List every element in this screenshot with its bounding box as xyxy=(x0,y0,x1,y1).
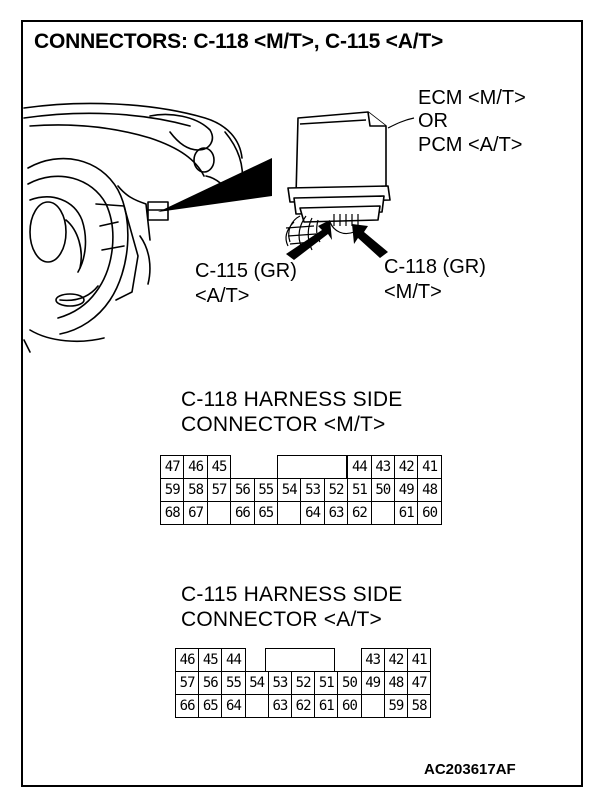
c118-pin-cell: 53 xyxy=(300,478,325,502)
c115-arrow xyxy=(286,220,332,260)
c118-pin-cell xyxy=(206,501,232,525)
c118-pin-cell: 61 xyxy=(394,501,419,525)
steering-wheel xyxy=(27,157,129,335)
c118-pin-cell: 50 xyxy=(370,478,395,502)
c115-pin-cell: 54 xyxy=(244,671,269,695)
c115-key-block xyxy=(265,648,335,671)
c118-callout-line2: <M/T> xyxy=(384,281,442,303)
c118-pin-cell xyxy=(230,455,254,479)
c118-callout-line1: C-118 (GR) xyxy=(384,256,486,278)
c118-pin-cell: 44 xyxy=(347,455,372,479)
c118-pin-cell: 60 xyxy=(417,501,442,525)
c118-pin-cell: 45 xyxy=(206,455,232,479)
c115-pin-cell: 44 xyxy=(221,648,246,672)
module-label-line1: ECM <M/T> xyxy=(418,87,526,109)
c118-pin-cell: 65 xyxy=(253,501,278,525)
c115-pin-cell: 55 xyxy=(221,671,246,695)
c118-pin-cell: 63 xyxy=(323,501,349,525)
c115-pin-cell: 62 xyxy=(291,694,316,718)
c115-pin-cell: 59 xyxy=(383,694,408,718)
c115-pin-cell: 51 xyxy=(314,671,339,695)
c118-heading-line2: CONNECTOR <M/T> xyxy=(181,413,386,436)
c115-pin-cell: 49 xyxy=(360,671,385,695)
c115-pin-cell: 60 xyxy=(337,694,362,718)
module-label-line2: OR xyxy=(418,110,448,132)
c115-pin-cell: 61 xyxy=(314,694,339,718)
c118-pin-cell: 49 xyxy=(394,478,419,502)
c115-pin-cell: 57 xyxy=(175,671,200,695)
c115-pin-cell: 63 xyxy=(267,694,292,718)
c115-pin-cell: 53 xyxy=(267,671,292,695)
c115-pin-cell: 48 xyxy=(383,671,408,695)
c118-pin-cell: 42 xyxy=(394,455,419,479)
c118-pin-cell: 57 xyxy=(206,478,232,502)
c118-pin-cell: 46 xyxy=(183,455,208,479)
ecm-location-marker xyxy=(147,201,169,221)
diagram-title: CONNECTORS: C-118 <M/T>, C-115 <A/T> xyxy=(34,30,444,53)
c115-pin-cell xyxy=(337,648,361,672)
c118-pin-cell: 48 xyxy=(417,478,442,502)
dashboard-outline xyxy=(23,102,243,159)
c118-pin-cell xyxy=(277,501,302,525)
c115-pin-cell: 58 xyxy=(407,694,432,718)
c115-pin-cell: 46 xyxy=(175,648,200,672)
c115-pin-cell: 45 xyxy=(198,648,223,672)
c115-pin-cell: 65 xyxy=(198,694,223,718)
c118-heading-line1: C-118 HARNESS SIDE xyxy=(181,388,403,411)
c115-pin-cell: 50 xyxy=(337,671,362,695)
c118-pin-cell xyxy=(254,455,278,479)
c115-heading-line2: CONNECTOR <A/T> xyxy=(181,608,382,631)
c115-pin-cell: 42 xyxy=(383,648,408,672)
c115-pin-cell: 52 xyxy=(291,671,316,695)
c118-pin-cell: 64 xyxy=(300,501,325,525)
c118-pin-cell: 47 xyxy=(160,455,185,479)
c118-arrow xyxy=(352,224,388,258)
c118-pin-cell: 62 xyxy=(347,501,372,525)
c115-pin-cell: 66 xyxy=(175,694,200,718)
c118-pin-cell: 41 xyxy=(417,455,442,479)
harness-wires xyxy=(285,215,321,251)
c118-pin-cell xyxy=(370,501,395,525)
c115-pin-cell: 47 xyxy=(407,671,432,695)
c118-pin-cell: 54 xyxy=(277,478,302,502)
c115-pin-cell: 41 xyxy=(407,648,432,672)
c118-key-block xyxy=(277,455,347,478)
c115-callout-line2: <A/T> xyxy=(195,285,250,307)
c118-pin-cell: 58 xyxy=(183,478,208,502)
c118-pin-cell: 52 xyxy=(323,478,349,502)
c115-pin-cell: 43 xyxy=(360,648,385,672)
c118-pin-cell: 43 xyxy=(370,455,395,479)
c118-pin-cell: 67 xyxy=(183,501,208,525)
c115-pin-cell xyxy=(244,694,269,718)
c115-pin-cell: 56 xyxy=(198,671,223,695)
c118-pin-cell: 59 xyxy=(160,478,185,502)
c118-pin-cell: 51 xyxy=(347,478,372,502)
ecm-module-body xyxy=(295,111,387,197)
c118-pin-cell: 55 xyxy=(253,478,278,502)
figure-code: AC203617AF xyxy=(424,761,516,778)
c115-heading-line1: C-115 HARNESS SIDE xyxy=(181,583,403,606)
module-label-line3: PCM <A/T> xyxy=(418,134,523,156)
c118-pin-cell: 66 xyxy=(230,501,255,525)
c115-callout-line1: C-115 (GR) xyxy=(195,260,297,282)
c118-pin-cell: 56 xyxy=(230,478,255,502)
c115-pin-cell: 64 xyxy=(221,694,246,718)
c115-pin-cell xyxy=(360,694,385,718)
c118-pin-cell: 68 xyxy=(160,501,185,525)
location-pointer-wedge xyxy=(158,158,272,212)
